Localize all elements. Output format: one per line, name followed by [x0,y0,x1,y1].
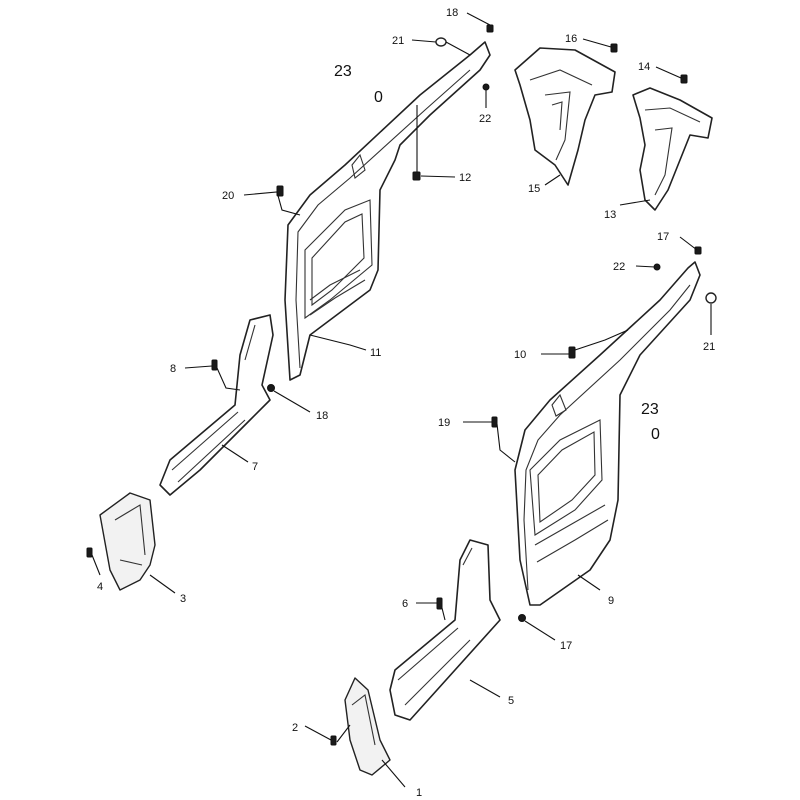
callout-22-right: 22 [613,261,625,273]
callout-17-top: 17 [657,231,669,243]
callout-labels: 18 21 22 16 14 15 13 12 20 11 8 18 7 17 … [97,7,715,799]
fastener-8 [211,359,218,371]
callout-5: 5 [508,695,514,707]
callout-2: 2 [292,722,298,734]
sill-panel-7 [159,314,274,496]
callout-19: 19 [438,417,450,429]
callout-18-top: 18 [446,7,458,19]
fastener-10 [568,346,576,359]
leader-lines [91,12,712,788]
fasteners [86,24,717,746]
callout-13: 13 [604,209,616,221]
fastener-17-bottom [518,614,526,622]
fastener-6 [436,597,443,610]
trim-panel-1 [344,677,391,776]
fastener-17-top [694,246,702,255]
callout-7: 7 [252,461,258,473]
fastener-12 [412,171,421,181]
bracket-15 [514,47,616,186]
fastener-22-top [482,83,490,91]
callout-15: 15 [528,183,540,195]
callout-23-right: 23 [641,401,659,418]
left-door-frame [284,41,491,381]
callout-3: 3 [180,593,186,605]
callout-10: 10 [514,349,526,361]
trim-panel-3 [99,492,156,591]
fastener-16 [610,43,618,53]
callout-11: 11 [370,347,381,359]
callout-6: 6 [402,598,408,610]
callout-22-top: 22 [479,113,491,125]
callout-4: 4 [97,581,103,593]
fastener-20 [276,185,284,197]
callout-8: 8 [170,363,176,375]
ring-label-23-right: 0 [651,426,660,443]
callout-16: 16 [565,33,577,45]
grommet-21-top [435,37,447,47]
ring-label-23-top: 0 [374,89,383,106]
callout-20: 20 [222,190,234,202]
bracket-13 [632,87,713,211]
grommet-21-right [705,292,717,304]
fastener-4 [86,547,93,558]
sill-panel-5 [389,539,501,721]
callout-9: 9 [608,595,614,607]
callout-23-top: 23 [334,63,352,80]
right-door-frame [514,261,701,606]
callout-18-left: 18 [316,410,328,422]
fastener-2 [330,735,337,746]
fastener-18-left [267,384,275,392]
callout-1: 1 [416,787,422,799]
callout-21-right: 21 [703,341,715,353]
callout-21-top: 21 [392,35,404,47]
callout-17-bottom: 17 [560,640,572,652]
callout-12: 12 [459,172,471,184]
fastener-18-top [486,24,494,33]
fastener-19 [491,416,498,428]
fastener-14 [680,74,688,84]
callout-14: 14 [638,61,650,73]
